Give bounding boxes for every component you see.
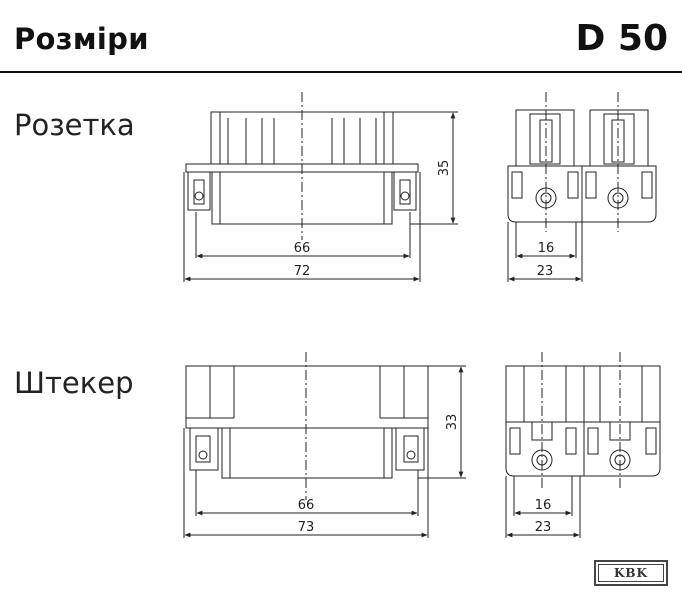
socket-outer-width-label: 72 — [294, 264, 311, 279]
header-divider — [0, 71, 682, 73]
socket-dimension-lines — [184, 112, 456, 282]
plug-label: Штекер — [14, 366, 134, 400]
kbk-logo: KBK — [594, 560, 668, 586]
socket-label: Розетка — [14, 108, 135, 142]
socket-side-dimension-lines — [508, 253, 582, 282]
plug-side-dimension-lines — [506, 510, 580, 538]
product-code: D 50 — [575, 18, 668, 59]
plug-side-width-label: 23 — [535, 520, 552, 535]
plug-outer-width-label: 73 — [298, 520, 315, 535]
plug-inner-width-label: 66 — [298, 498, 315, 513]
socket-inner-width-label: 66 — [294, 241, 311, 256]
socket-side-width-label: 23 — [537, 264, 554, 279]
logo-text: KBK — [598, 564, 664, 582]
plug-front-view — [183, 352, 466, 538]
plug-side-view — [505, 352, 661, 538]
socket-module-width-label: 16 — [538, 241, 555, 256]
socket-side-view — [507, 92, 657, 282]
socket-height-label: 35 — [437, 160, 452, 177]
plug-height-label: 33 — [445, 414, 460, 431]
socket-front-view — [183, 92, 458, 282]
page-title: Розміри — [14, 22, 149, 56]
plug-module-width-label: 16 — [535, 498, 552, 513]
plug-dimension-lines — [184, 366, 464, 538]
